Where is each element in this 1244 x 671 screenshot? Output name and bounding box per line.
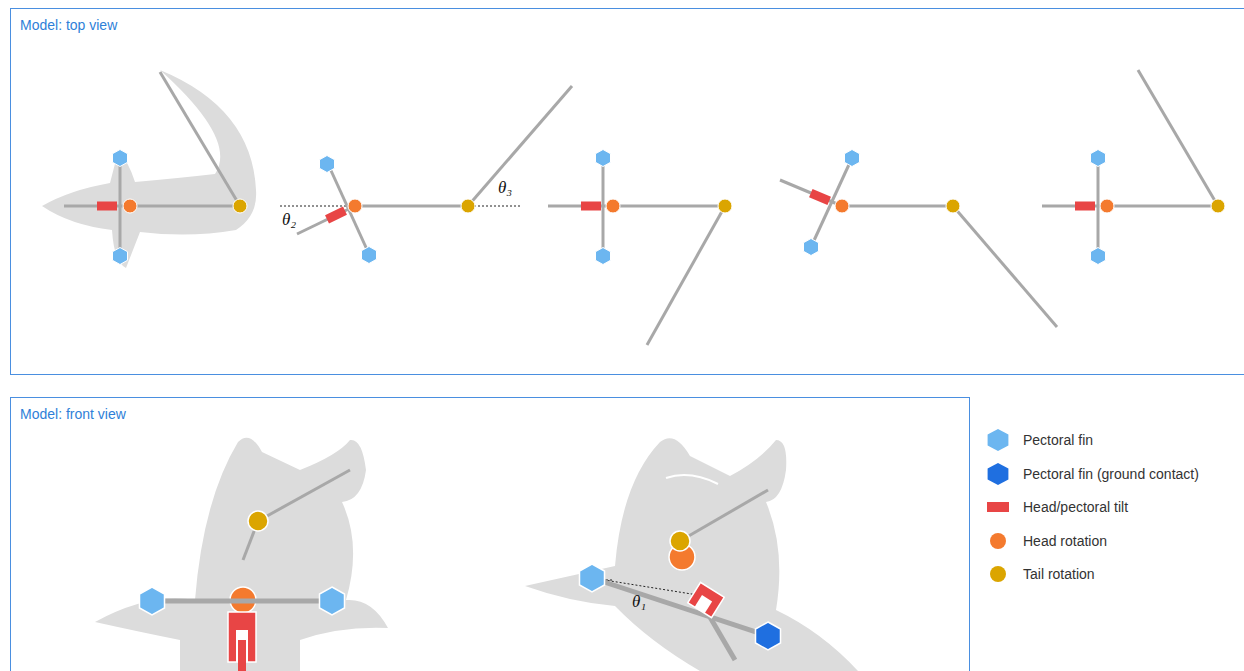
drawing-part [280, 206, 350, 207]
drawing-part [756, 622, 781, 650]
drawing-part [470, 206, 522, 207]
legend-swatch-frame [985, 562, 1011, 586]
legend-swatch-frame [985, 529, 1011, 553]
angle-label: θ₂ [282, 210, 296, 230]
drawing-part [525, 438, 858, 671]
drawing-part [1097, 158, 1100, 256]
drawing-part [140, 587, 165, 615]
drawing-part [596, 150, 611, 167]
drawing-part [718, 199, 732, 213]
drawing-part [320, 156, 335, 173]
drawing-part [328, 164, 369, 254]
legend-swatch [988, 463, 1009, 485]
legend-swatch [990, 566, 1006, 582]
view-panel: Model: front view [10, 397, 970, 671]
drawing-part [119, 158, 122, 256]
drawing-part [1100, 199, 1114, 213]
front-figure-1 [95, 438, 388, 671]
top-figure-4 [780, 150, 1057, 328]
drawing-part [1091, 248, 1106, 265]
drawing-part [1042, 205, 1218, 208]
view-panel: Model: top view [10, 8, 1244, 375]
drawing-part [64, 205, 240, 208]
drawing-part [152, 599, 332, 604]
top-figure-3 [548, 150, 732, 346]
legend-swatch-frame [985, 428, 1011, 452]
drawing-part [596, 248, 611, 265]
drawing-part [606, 199, 620, 213]
drawing-part [238, 640, 246, 671]
angle-label: θ₃ [498, 178, 512, 198]
drawing-part [548, 205, 725, 208]
top-figure-2 [280, 86, 572, 264]
drawing-part [1211, 199, 1225, 213]
legend-swatch [990, 533, 1006, 549]
legend-text: Head rotation [1023, 533, 1107, 549]
drawing-part [680, 490, 768, 541]
top-figure-1 [42, 70, 256, 268]
drawing-part [688, 582, 724, 617]
legend-item: Tail rotation [985, 562, 1095, 586]
drawing-part [348, 199, 362, 213]
drawing-part [233, 199, 247, 213]
drawing-part [581, 202, 601, 211]
drawing-part [42, 70, 256, 268]
panel-title: Model: top view [20, 17, 117, 33]
legend-swatch [988, 429, 1009, 451]
drawing-part [461, 199, 475, 213]
drawing-part [113, 150, 128, 167]
angle-label: θ₁ [632, 592, 646, 612]
drawing-part [602, 158, 605, 256]
legend-item: Head rotation [985, 529, 1107, 553]
top-figure-5 [1042, 70, 1225, 265]
drawing-part [325, 207, 347, 224]
drawing-part [1075, 202, 1095, 211]
drawing-part [670, 531, 690, 551]
legend-text: Tail rotation [1023, 566, 1095, 582]
drawing-part [809, 189, 831, 205]
legend-text: Pectoral fin [1023, 432, 1093, 448]
drawing-part [1091, 150, 1106, 167]
drawing-part [695, 595, 713, 613]
legend-item: Pectoral fin [985, 428, 1093, 452]
legend-swatch-frame [985, 495, 1011, 519]
drawing-part [468, 86, 572, 206]
drawing-part [1138, 70, 1218, 206]
drawing-part [362, 247, 377, 264]
drawing-part [97, 202, 117, 211]
drawing-part [666, 475, 718, 484]
drawing-part [592, 578, 768, 636]
drawing-part [845, 150, 860, 167]
drawing-part [946, 199, 960, 213]
drawing-part [953, 206, 1057, 327]
drawing-part [355, 205, 468, 208]
legend-swatch-frame [985, 462, 1011, 486]
drawing-part [835, 199, 849, 213]
drawing-part [647, 206, 725, 345]
drawing-part [258, 470, 350, 521]
drawing-part [160, 72, 240, 206]
front-figure-2 [525, 438, 858, 671]
drawing-part [123, 199, 137, 213]
drawing-part [842, 205, 953, 208]
drawing-part [113, 248, 128, 265]
legend-swatch [987, 502, 1009, 512]
drawing-part [804, 239, 819, 256]
legend-text: Pectoral fin (ground contact) [1023, 466, 1199, 482]
drawing-part [811, 158, 852, 247]
drawing-part [248, 511, 268, 531]
legend-item: Head/pectoral tilt [985, 495, 1128, 519]
drawing-part [297, 206, 355, 234]
drawing-part [592, 578, 704, 596]
panel-title: Model: front view [20, 406, 126, 422]
legend-text: Head/pectoral tilt [1023, 499, 1128, 515]
drawing-part [580, 564, 605, 592]
drawing-part [95, 438, 388, 671]
legend-item: Pectoral fin (ground contact) [985, 462, 1199, 486]
drawing-part [688, 582, 724, 617]
drawing-part [320, 587, 345, 615]
